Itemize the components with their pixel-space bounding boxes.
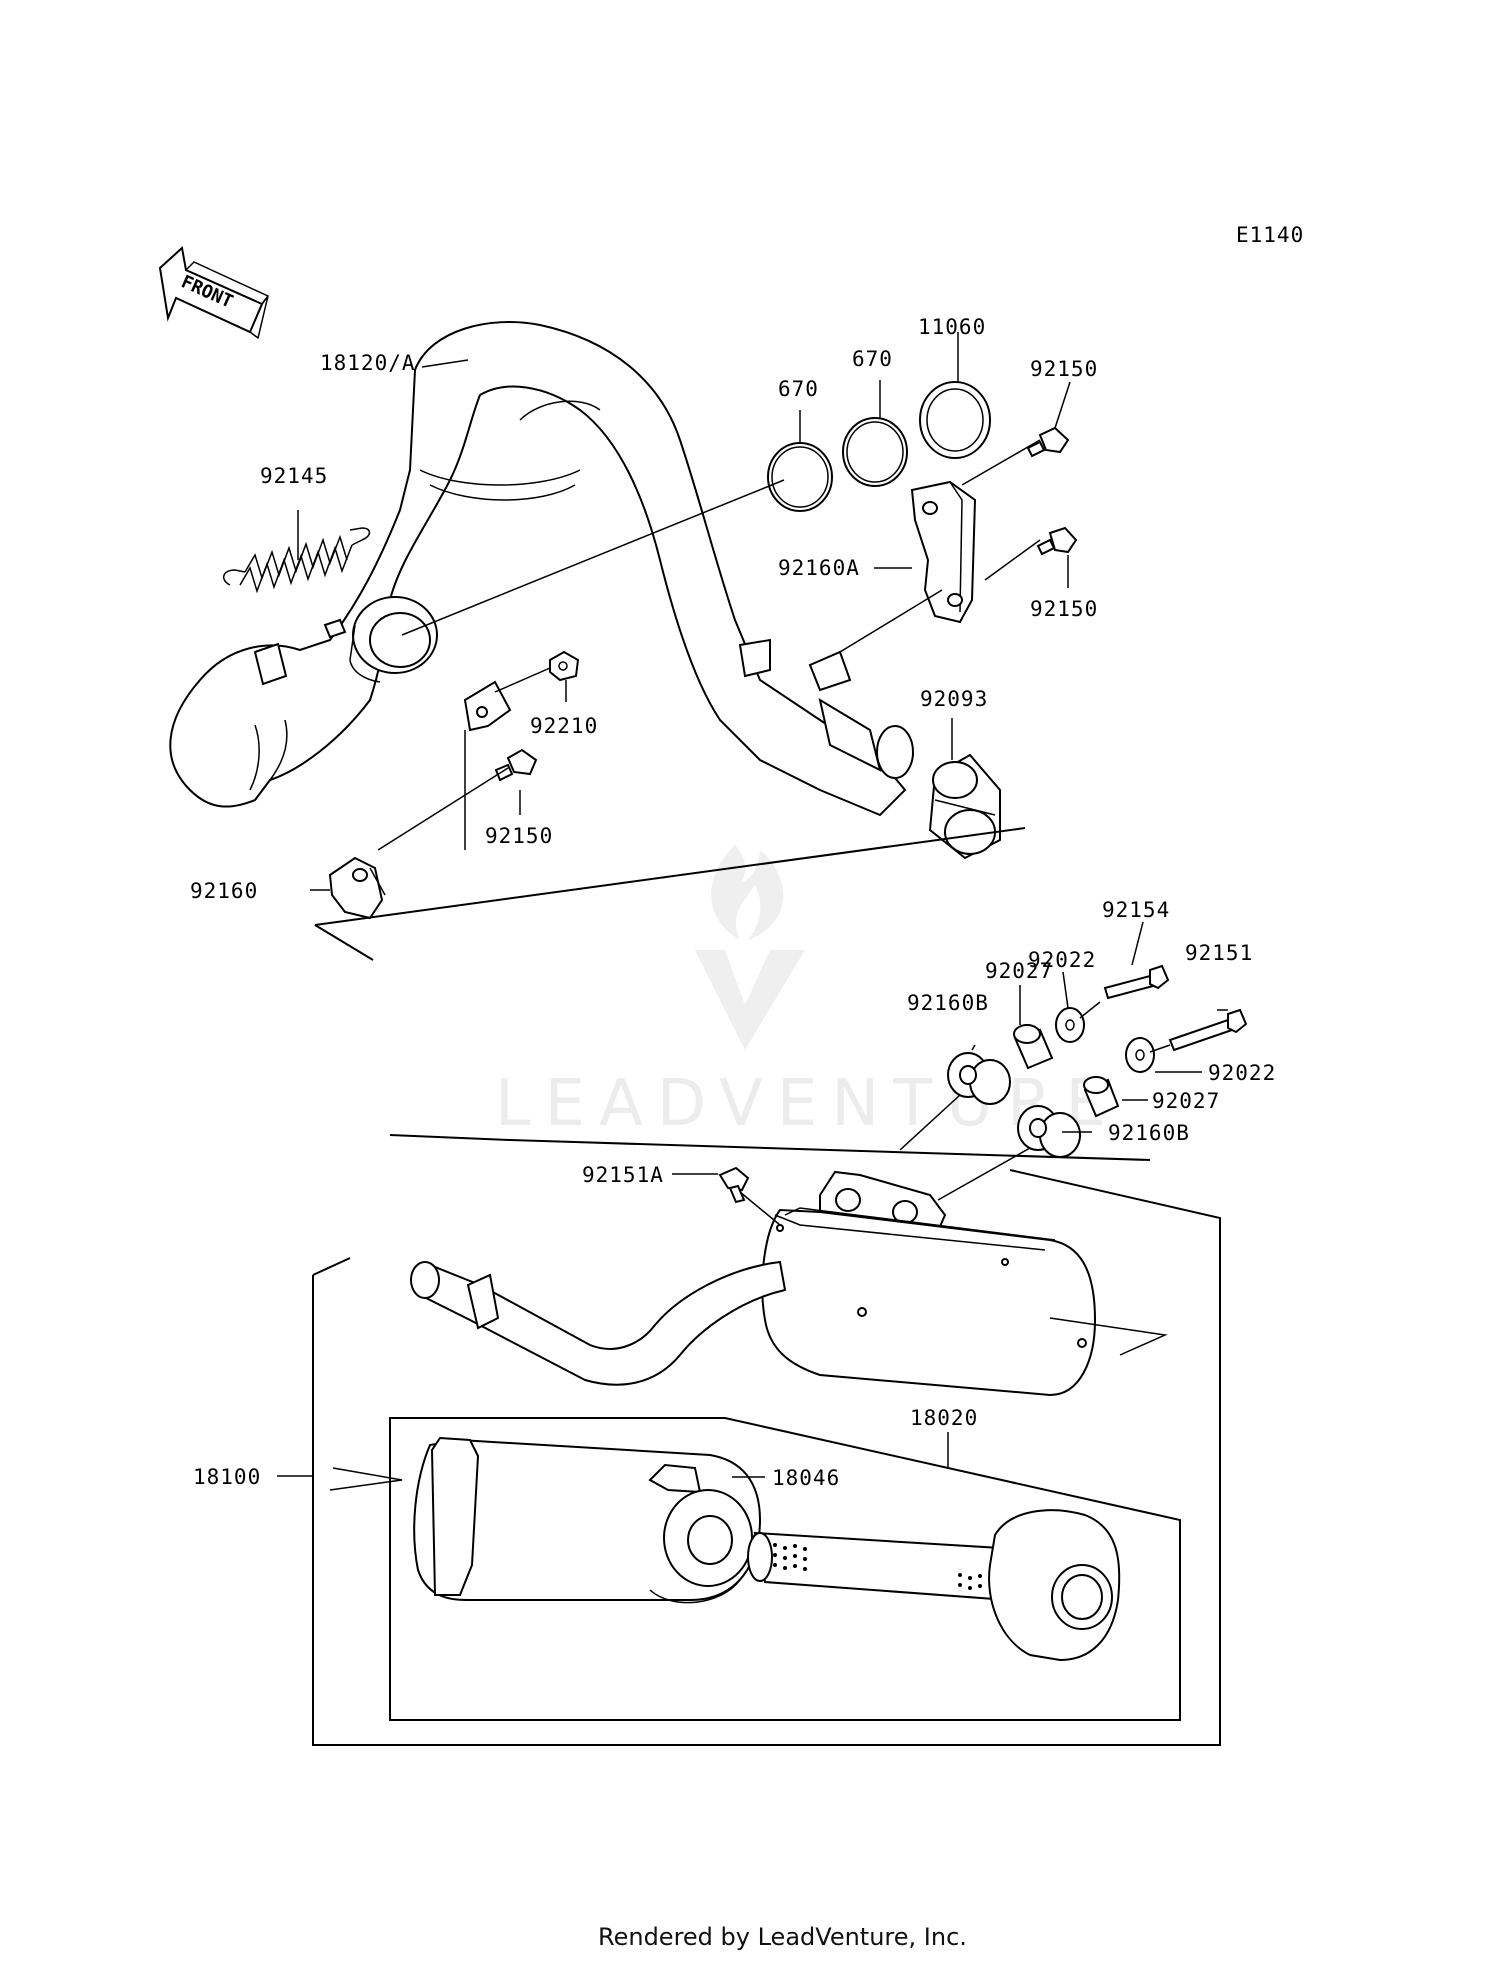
watermark: LEADVENTURE [495, 845, 1106, 1141]
label-18046: 18046 [772, 1466, 840, 1490]
o-ring-670-a [767, 442, 833, 512]
footer-credit: Rendered by LeadVenture, Inc. [598, 1923, 967, 1951]
exhaust-header-pipe [169, 321, 914, 817]
front-arrow-icon: FRONT [158, 246, 270, 340]
bracket-92160A [910, 480, 977, 624]
part-labels: 18120/A 92145 670 670 11060 92150 92160A… [190, 315, 1276, 1490]
label-92160B-a: 92160B [907, 991, 989, 1015]
assembly-18100-outline [312, 827, 1221, 1746]
label-18120-A: 18120/A [320, 351, 416, 375]
collar-92027-a [1013, 1024, 1054, 1070]
label-92145: 92145 [260, 464, 328, 488]
bolt-92150-b [1036, 526, 1078, 556]
exhaust-spring [223, 527, 371, 594]
collar-92027-b [1083, 1076, 1120, 1118]
label-92022-a: 92022 [1028, 948, 1096, 972]
label-92160B-b: 92160B [1108, 1121, 1190, 1145]
label-18020: 18020 [910, 1406, 978, 1430]
nut-92210 [549, 650, 580, 682]
label-11060: 11060 [918, 315, 986, 339]
bracket-92160 [328, 856, 386, 920]
label-92151: 92151 [1185, 941, 1253, 965]
label-18100: 18100 [193, 1465, 261, 1489]
seal-92093 [928, 753, 1001, 860]
bolt-92150-c [494, 748, 538, 782]
label-670-a: 670 [778, 377, 819, 401]
label-92150-c: 92150 [485, 824, 553, 848]
label-670-b: 670 [852, 347, 893, 371]
label-92151A: 92151A [582, 1163, 664, 1187]
bolt-92154 [1103, 964, 1170, 1000]
label-92022-b: 92022 [1208, 1061, 1276, 1085]
washer-92022-b [1125, 1037, 1155, 1073]
label-92160: 92160 [190, 879, 258, 903]
o-ring-670-b [842, 417, 908, 487]
label-92027-a: 92027 [985, 959, 1053, 983]
label-92027-b: 92027 [1152, 1089, 1220, 1113]
grommet-92160B-b [1017, 1105, 1081, 1158]
muffler-internals [413, 1436, 1121, 1662]
label-92093: 92093 [920, 687, 988, 711]
leader-lines [277, 332, 1228, 1491]
label-92150-b: 92150 [1030, 597, 1098, 621]
label-92154: 92154 [1102, 898, 1170, 922]
gasket-11060 [919, 381, 991, 459]
washer-92022-a [1055, 1007, 1085, 1043]
label-92160A: 92160A [778, 556, 860, 580]
label-92150-a: 92150 [1030, 357, 1098, 381]
assembly-18020-outline [389, 1417, 1181, 1721]
bolt-92150-a [1026, 426, 1070, 458]
bolt-92151A [718, 1166, 750, 1204]
bolt-92151 [1168, 1008, 1248, 1052]
muffler-assembly [410, 1170, 1168, 1397]
label-92210: 92210 [530, 714, 598, 738]
grommet-92160B-a [947, 1052, 1011, 1105]
diagram-code: E1140 [1236, 223, 1304, 247]
